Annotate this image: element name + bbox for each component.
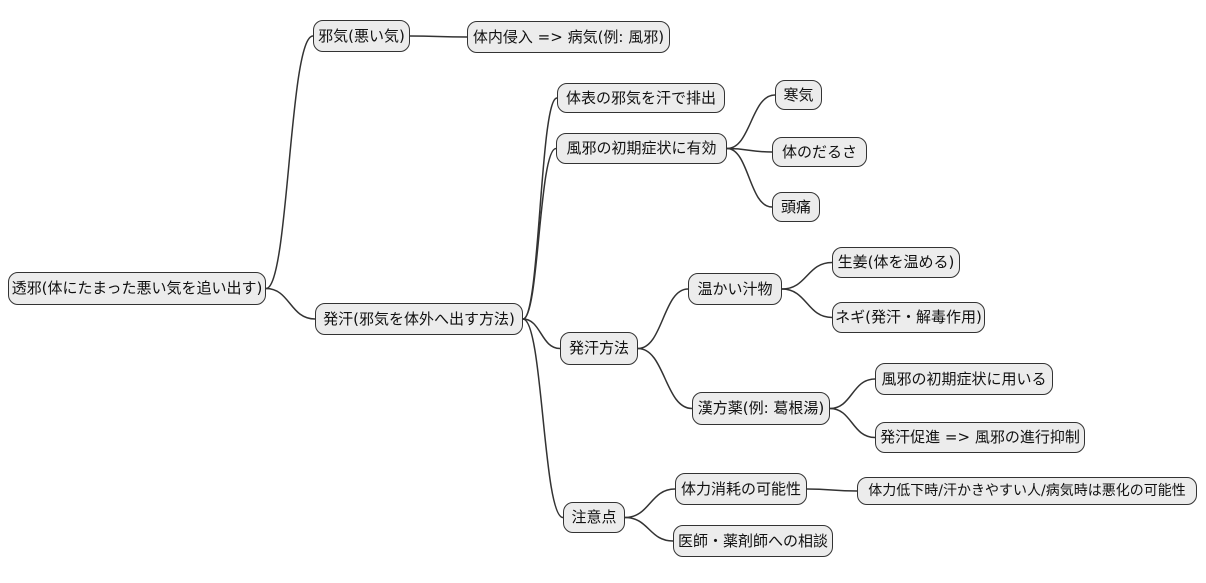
node-shoga: 生姜(体を温める) <box>832 247 960 278</box>
node-tairyoku-shomo: 体力消耗の可能性 <box>675 473 807 505</box>
edge-shirumono-shoga <box>781 261 833 290</box>
node-hakkan: 発汗(邪気を体外へ出す方法) <box>315 303 523 335</box>
node-shoki-shojo-mochiiru: 風邪の初期症状に用いる <box>875 363 1053 395</box>
edge-chui-ishi <box>624 516 674 542</box>
node-chuiten: 注意点 <box>563 502 625 533</box>
node-hakkan-hoho: 発汗方法 <box>560 332 638 365</box>
edge-hakkan-taihyo <box>522 97 558 320</box>
node-karada-darusa: 体のだるさ <box>772 137 867 167</box>
node-akka-kanosei: 体力低下時/汗かきやすい人/病気時は悪化の可能性 <box>857 477 1197 505</box>
edge-shoki-samuke <box>726 94 776 150</box>
edge-hakkan-shoki <box>522 147 557 320</box>
edge-hoho-kampo <box>637 347 693 410</box>
edge-root-hakkan <box>265 287 316 320</box>
edge-root-jaki <box>265 35 314 290</box>
edge-shomo-akka <box>806 488 858 492</box>
edge-hakkan-hoho <box>522 318 561 350</box>
node-jaki: 邪気(悪い気) <box>313 20 410 52</box>
edge-hakkan-chui <box>522 318 564 519</box>
node-zutsu: 頭痛 <box>772 192 820 222</box>
node-tainai-shinnyu: 体内侵入 => 病気(例: 風邪) <box>467 21 670 53</box>
edge-shirumono-negi <box>781 288 833 319</box>
edge-shoki-zutsu <box>726 147 773 208</box>
node-negi: ネギ(発汗・解毒作用) <box>832 302 985 333</box>
node-taihyo-haishutsu: 体表の邪気を汗で排出 <box>557 83 725 113</box>
node-kampoyaku: 漢方薬(例: 葛根湯) <box>692 392 830 425</box>
edge-chui-shomo <box>624 488 676 519</box>
node-samuke: 寒気 <box>775 80 822 110</box>
edge-jaki-tainai <box>409 35 468 38</box>
node-hakkan-sokushin: 発汗促進 => 風邪の進行抑制 <box>875 422 1085 453</box>
edge-kampo-mochiiru <box>829 378 876 410</box>
node-atatakai-shirumono: 温かい汁物 <box>688 273 782 305</box>
node-ishi-yakuzaishi-sodan: 医師・薬剤師への相談 <box>673 525 833 557</box>
edge-shoki-darusa <box>726 147 773 153</box>
edge-kampo-sokushin <box>829 407 876 439</box>
node-shoki-shojo-yuko: 風邪の初期症状に有効 <box>556 133 727 164</box>
edge-hoho-shirumono <box>637 288 689 350</box>
node-toja-root: 透邪(体にたまった悪い気を追い出す) <box>8 272 266 305</box>
